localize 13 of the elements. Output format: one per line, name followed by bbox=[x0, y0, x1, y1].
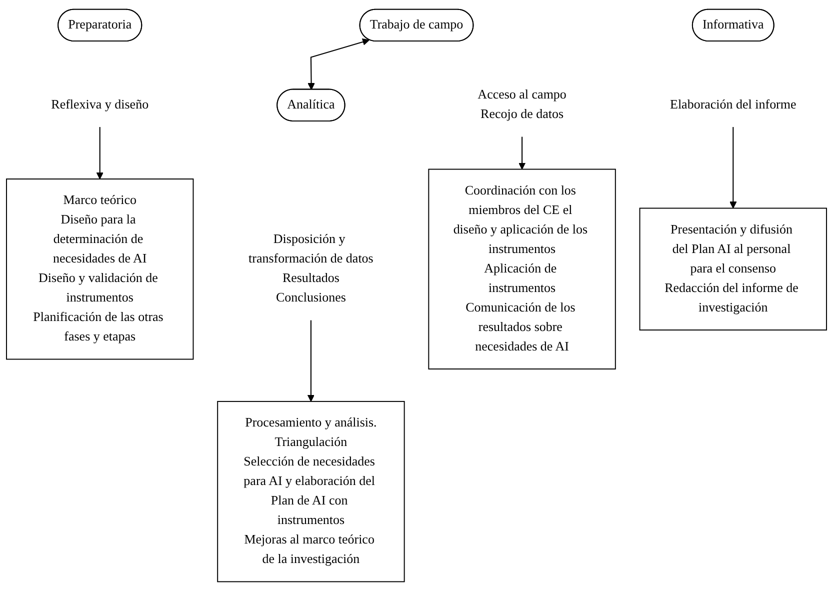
node-box: Coordinación con los miembros del CE el diseño y aplicación de los instrumentos Aplicación de instrumentos Comunicación de los resultados sobre necesidades de AI bbox=[428, 168, 616, 370]
arrow bbox=[96, 127, 104, 180]
node-text: Disposición y transformación de datos Resultados Conclusiones bbox=[248, 232, 374, 305]
arrow bbox=[307, 320, 315, 402]
arrow bbox=[730, 127, 737, 209]
node-text: Reflexiva y diseño bbox=[51, 98, 149, 112]
node-box: Marco teórico Diseño para la determinación de necesidades de AI Diseño y validación de instrumentos Planificación de las otras fases y etapas bbox=[6, 178, 194, 360]
node-text: Acceso al campo Recojo de datos bbox=[478, 88, 566, 122]
arrow bbox=[308, 38, 370, 90]
node-box: Presentación y difusión del Plan AI al personal para el consenso Redacción del informe de investigación bbox=[639, 208, 827, 330]
node-box: Procesamiento y análisis. Triangulación Selección de necesidades para AI y elaboración del Plan de AI con instrumentos Mejoras al marco teórico de la investigación bbox=[217, 400, 405, 582]
arrow bbox=[518, 136, 526, 170]
node-text: Elaboración del informe bbox=[670, 98, 796, 112]
